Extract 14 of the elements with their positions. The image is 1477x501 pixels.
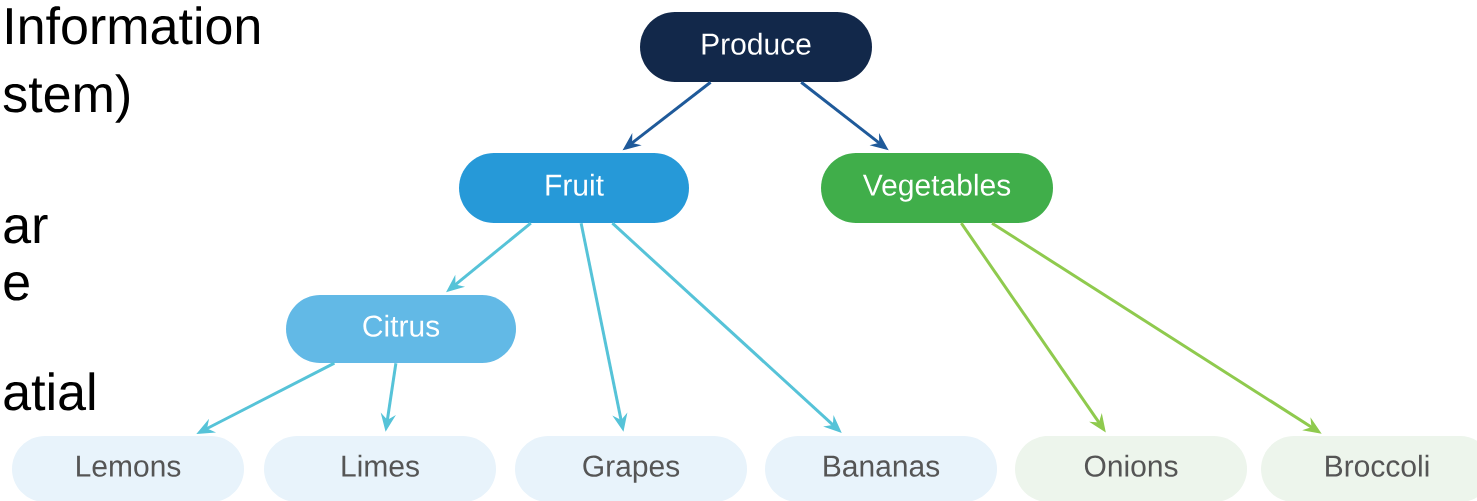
- category-box: Vegetables: [821, 153, 1053, 223]
- slide-text: e: [4, 272, 29, 301]
- leaf-box: Bananas: [765, 436, 997, 501]
- root-box: Produce: [640, 12, 872, 82]
- slide-text: ar: [4, 215, 48, 244]
- leaf-box: Limes: [264, 436, 496, 501]
- leaf-box: Grapes: [515, 436, 747, 501]
- category-box: Fruit: [459, 153, 689, 223]
- leaf-box: Onions: [1015, 436, 1247, 501]
- slide-text: Information: [7, 6, 259, 45]
- slide-text: stem): [3, 74, 129, 123]
- category-box: Citrus: [286, 295, 516, 363]
- leaf-box: Broccoli: [1261, 436, 1477, 501]
- leaf-box: Lemons: [12, 436, 244, 501]
